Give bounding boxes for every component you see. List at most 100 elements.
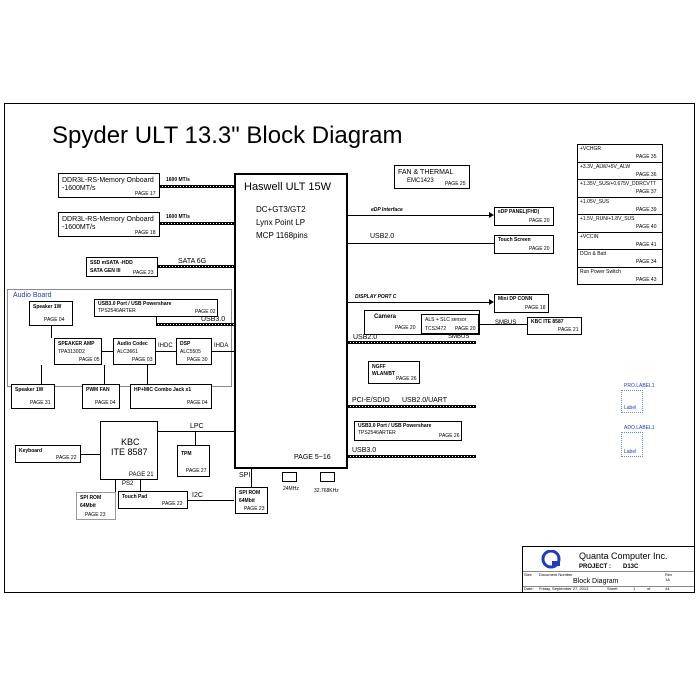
memory-1-line2: -1600MT/s [62,185,96,192]
power-rail-page: PAGE 36 [636,171,657,178]
kbc-right-page: PAGE 21 [558,327,579,333]
size-label: Size [524,572,532,577]
tpm-block: TPM PAGE 27 [177,445,210,477]
cpu-name: Haswell ULT 15W [244,181,332,193]
keyboard-block: Keyboard PAGE 22 [15,445,81,463]
ssd-page: PAGE 23 [133,270,154,276]
cpu-line3: MCP 1168pins [256,231,308,240]
dp-bus-label: DISPLAY PORT C [355,294,397,300]
title-block-divider-2 [523,586,694,587]
tpm-name: TPM [181,451,192,457]
codec-pwm-link [104,365,105,385]
kbc-touchpad-link [140,480,141,491]
ngff-page: PAGE 26 [396,376,417,382]
als-sensor-page: PAGE 20 [455,326,476,332]
speaker-1-page: PAGE 04 [44,317,65,323]
mini-dp-page: PAGE 18 [525,305,546,311]
codec-dsp-link [156,351,176,352]
spi-label: SPI [239,472,251,479]
company-name: Quanta Computer Inc. [579,551,668,561]
edp-panel-name: eDP PANEL(FHD) [498,209,540,215]
sheet-frame [4,103,695,593]
als-sensor-chip: TCS3472 [425,326,447,332]
pwm-fan-name: PWM FAN [86,387,110,393]
cpu-line2: Lynx Point LP [256,218,306,227]
power-rail-name: +VCHGR [580,146,601,152]
ngff-bus [348,405,476,408]
power-rail-name: +1.35V_SUS/+0.675V_DDRCVTT [580,181,656,187]
page-title: Spyder ULT 13.3" Block Diagram [52,122,403,149]
power-rail-page: PAGE 39 [636,206,657,213]
ssd-bus-label: SATA 6G [178,258,207,265]
amp-speaker2-link [41,365,42,385]
date-label: Date: [524,586,534,591]
memory-2-page: PAGE 18 [135,230,156,236]
of-label: of [647,586,651,591]
memory-2-line1: DDR3L-RS-Memory Onboard [62,216,154,223]
codec-jack-link [147,365,148,385]
edp-panel-page: PAGE 20 [529,218,550,224]
project-code: D13C [623,564,639,570]
ngff-bus2-label: USB2.0/UART [402,397,447,404]
als-sensor-name: ALS + SLC sensor [425,317,467,323]
speaker-1-block: Speaker 1W PAGE 04 [29,301,73,326]
audio-codec-chip: ALC3661 [117,349,138,355]
edp-panel-block: eDP PANEL(FHD) PAGE 20 [494,207,554,226]
touchscreen-page: PAGE 20 [529,246,550,252]
ps2-label: PS2 [122,481,134,487]
dp-arrow [489,299,494,305]
kbc-right-link [480,324,527,325]
title-block-divider-1 [523,571,694,572]
camera-page: PAGE 20 [395,325,416,331]
edp-arrow [489,212,494,218]
spirom-left-block: SPI ROM 64Mbit PAGE 23 [76,492,116,520]
touchscreen-bus-line [348,243,494,244]
i2c-line [188,500,234,501]
fan-thermal-line2: EMC1423 [407,178,434,184]
power-rail-name: Run Power Switch [580,268,621,275]
docnum-label: Document Number [539,572,573,577]
pwm-fan-block: PWM FAN PAGE 04 [82,384,120,409]
lpc-label: LPC [190,423,204,430]
kbc-right-name: KBC ITE 8587 [531,319,564,325]
clk-24mhz-label: 24MHz [283,486,299,492]
cpu-line1: DC+GT3/GT2 [256,205,306,214]
top-label-text: Label [624,405,637,411]
power-rail-name: +1.5V_RUN/+1.8V_SUS [580,216,635,222]
dsp-page: PAGE 30 [187,357,208,363]
speaker-amp-name: SPEAKER AMP [58,341,95,347]
audio-codec-name: Audio Codec [117,341,148,347]
usb-left-line1: USB3.0 Port / USB Powershare [98,301,172,307]
clk-32khz-label: 32.768KHz [314,488,339,494]
power-rail-name: +VCCIN [580,233,599,240]
mini-dp-name: Mini DP CONN [498,296,533,302]
usb-right-bus-label: USB3.0 [352,447,377,454]
ihda-label: IHDA [214,343,229,349]
edp-bus-line [348,215,491,216]
title-block: Quanta Computer Inc. PROJECT : D13C Size… [522,546,695,593]
spirom-left-page: PAGE 23 [85,512,106,518]
ihdc-label: IHDC [158,343,173,349]
dsp-block: DSP ALC5505 PAGE 30 [176,338,212,365]
audio-codec-block: Audio Codec ALC3661 PAGE 03 [113,338,156,365]
spirom-cpu-block: SPI ROM 64Mbit PAGE 23 [235,487,268,514]
cpu-page: PAGE 5~16 [294,454,331,461]
ngff-line1: NGFF [372,364,386,370]
dsp-chip: ALC5505 [180,349,201,355]
ssd-line2: SATA GEN III [90,268,121,274]
camera-name: Camera [374,314,397,320]
combo-jack-block: HP+MIC Combo Jack x1 PAGE 04 [130,384,212,409]
touchscreen-name: Touch Screen [498,237,531,243]
speaker-amp-page: PAGE 05 [79,357,100,363]
power-rail-page: PAGE 34 [636,259,657,265]
sheet-total: 44 [665,586,670,591]
power-rail-name: +3.3V_ALW/+5V_ALW [580,163,631,170]
edp-bus-label: eDP Interface [371,207,403,213]
speaker-amp-block: SPEAKER AMP TPA3130D2 PAGE 05 [54,338,102,365]
kbc-right-block: KBC ITE 8587 PAGE 21 [527,317,582,335]
